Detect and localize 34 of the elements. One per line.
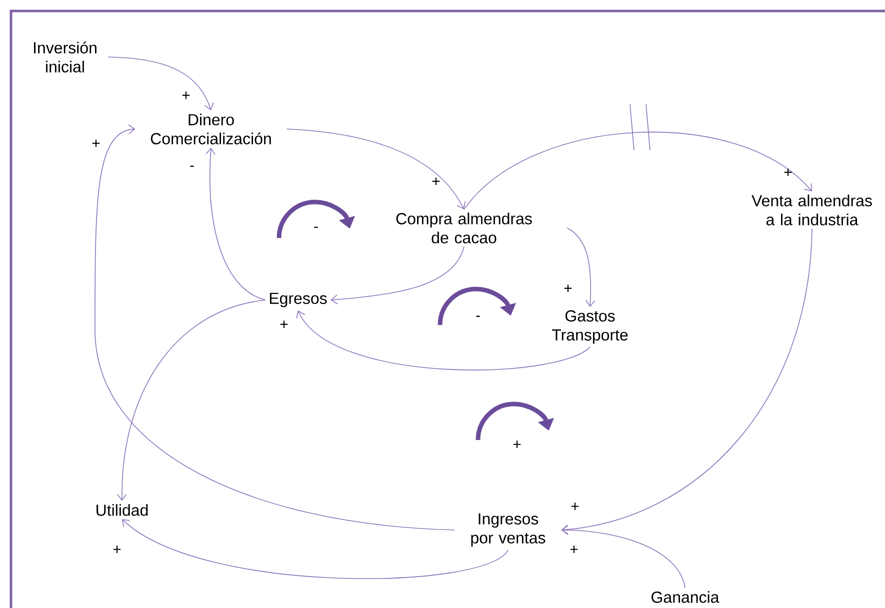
loop-sign: -	[476, 316, 480, 317]
arrow	[108, 56, 214, 110]
variable-label: Compra almendras de cacao	[396, 212, 532, 244]
polarity-sign: +	[182, 92, 190, 100]
arrow	[561, 525, 686, 588]
variable-label: Ganancia	[652, 591, 720, 603]
loop-sign: +	[513, 440, 521, 448]
variable-label: Utilidad	[96, 504, 148, 516]
polarity-sign: +	[784, 168, 792, 176]
variable-label: Venta almendras a la industria	[752, 194, 872, 226]
polarity-sign: +	[113, 546, 121, 554]
arrow	[122, 519, 508, 579]
polarity-sign: -	[190, 166, 194, 167]
arrow	[561, 228, 812, 534]
variable-label: Gastos Transporte	[552, 310, 628, 344]
variable-label: Ingresos por ventas	[471, 513, 546, 547]
polarity-sign: +	[92, 140, 100, 148]
variable-label: Inversión inicial	[34, 42, 96, 72]
arrow	[566, 228, 596, 308]
loop-sign: -	[314, 226, 318, 228]
arrow	[116, 300, 266, 501]
polarity-sign: +	[571, 502, 579, 510]
arrow	[464, 132, 812, 210]
arrow	[286, 128, 466, 210]
polarity-sign: +	[280, 320, 288, 328]
variable-label: Dinero Comercialización	[150, 114, 271, 144]
arrow	[330, 246, 464, 304]
arrow	[206, 148, 266, 300]
variable-label: Egresos	[270, 292, 327, 308]
polarity-sign: +	[432, 178, 440, 186]
polarity-sign: +	[570, 546, 578, 554]
arrow	[296, 310, 590, 370]
arrow	[94, 124, 456, 530]
polarity-sign: +	[564, 284, 572, 292]
